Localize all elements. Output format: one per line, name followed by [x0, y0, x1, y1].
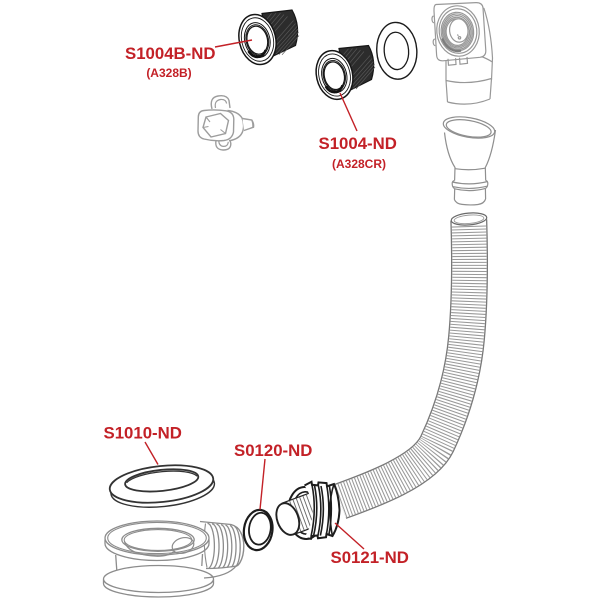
svg-text:S0120-ND: S0120-ND — [234, 441, 312, 460]
svg-text:S1004B-ND: S1004B-ND — [125, 44, 215, 63]
svg-text:(A328B): (A328B) — [146, 66, 191, 80]
svg-text:S0121-ND: S0121-ND — [331, 548, 409, 567]
svg-text:S1004-ND: S1004-ND — [319, 134, 397, 153]
svg-text:S1010-ND: S1010-ND — [104, 424, 182, 443]
svg-text:(A328CR): (A328CR) — [332, 157, 386, 171]
